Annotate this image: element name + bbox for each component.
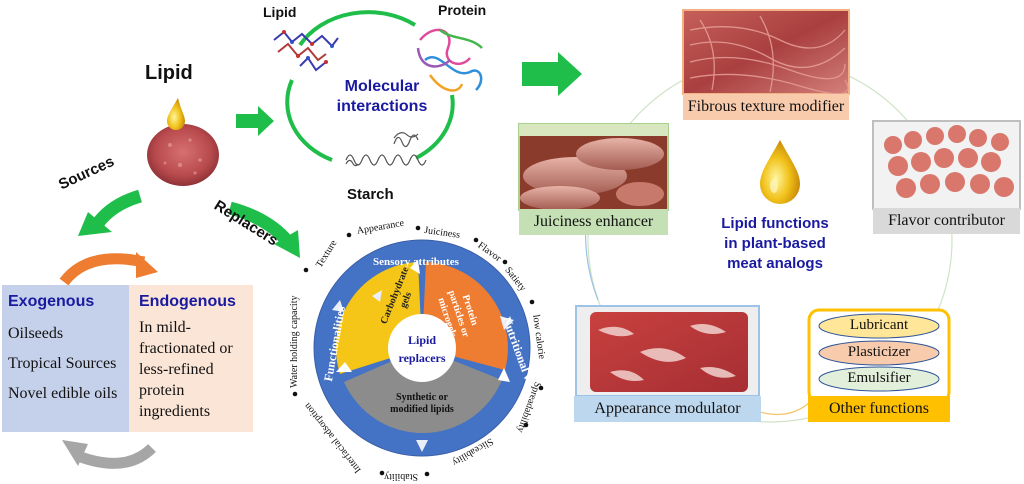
arrow-left-functionalities bbox=[332, 300, 344, 312]
emulsifier-ellipse bbox=[818, 366, 940, 392]
functions-connector-arc-bottom bbox=[759, 401, 811, 415]
lubricant-label: Lubricant bbox=[849, 317, 909, 333]
lipid-replacers-line: replacers bbox=[398, 351, 446, 365]
exogenous-item: Novel edible oils bbox=[8, 385, 118, 402]
fibrous-texture-label: Fibrous texture modifier bbox=[683, 94, 849, 120]
juiciness-sausage-image bbox=[518, 123, 669, 211]
arrow-up-sensory bbox=[372, 290, 382, 302]
emulsifier-label: Emulsifier bbox=[847, 370, 911, 386]
gray-cycle-arrow bbox=[76, 443, 156, 469]
synthetic-lipids-label: Synthetic or modified lipids bbox=[374, 392, 470, 416]
exogenous-panel: Exogenous Oilseeds Tropical Sources Nove… bbox=[2, 285, 129, 432]
endogenous-text: In mild-fractionated or less-refined pro… bbox=[139, 319, 233, 420]
plasticizer-ellipse bbox=[818, 340, 940, 366]
sources-arrow bbox=[90, 189, 143, 230]
exogenous-title: Exogenous bbox=[8, 293, 95, 310]
molecular-interactions-title: Molecular interactions bbox=[318, 77, 446, 117]
endogenous-title: Endogenous bbox=[139, 293, 236, 310]
lipid-replacers-center: Lipid replacers bbox=[392, 331, 452, 367]
molecular-lipid-label: Lipid bbox=[263, 4, 297, 20]
orange-cycle-arrowhead bbox=[136, 252, 158, 278]
attribute-stability: Stability bbox=[384, 471, 418, 482]
arrow-down-synthetic bbox=[416, 440, 428, 452]
molecular-title-line: interactions bbox=[336, 98, 428, 115]
replacers-arrow bbox=[228, 201, 293, 247]
meat-patty-image bbox=[147, 124, 219, 186]
arrow-right-nutritional bbox=[500, 316, 514, 330]
large-oil-drop-icon bbox=[760, 140, 800, 204]
synthetic-lipids-sector bbox=[344, 348, 502, 434]
synthetic-line: Synthetic or bbox=[396, 392, 448, 403]
sensory-attributes-label: Sensory attributes bbox=[373, 256, 459, 268]
exogenous-item: Tropical Sources bbox=[8, 355, 117, 372]
endogenous-panel: Endogenous In mild-fractionated or less-… bbox=[129, 285, 253, 432]
lipid-functions-line: meat analogs bbox=[727, 255, 823, 272]
fibrous-texture-image bbox=[682, 9, 850, 95]
molecular-starch-label: Starch bbox=[347, 186, 394, 203]
appearance-marbled-image bbox=[575, 305, 760, 397]
arrow-to-functions bbox=[522, 52, 582, 96]
arrow-to-molecular bbox=[236, 106, 274, 136]
lipid-replacers-wheel bbox=[313, 239, 531, 457]
attribute-water-holding: Water holding capacity bbox=[289, 295, 300, 389]
other-functions-label: Other functions bbox=[808, 396, 950, 422]
lipid-molecule-image bbox=[273, 30, 339, 72]
gray-cycle-arrowhead bbox=[62, 440, 88, 466]
lipid-functions-line: Lipid functions bbox=[721, 215, 829, 232]
lipid-functions-title: Lipid functions in plant-based meat anal… bbox=[700, 214, 850, 274]
flavor-meatballs-image bbox=[872, 120, 1021, 210]
lubricant-ellipse bbox=[818, 313, 940, 339]
lipid-replacers-line: Lipid bbox=[407, 333, 437, 347]
molecular-ring-top bbox=[298, 10, 417, 47]
molecular-protein-label: Protein bbox=[438, 2, 487, 18]
synthetic-line: modified lipids bbox=[390, 404, 454, 415]
lipid-functions-line: in plant-based bbox=[724, 235, 826, 252]
plasticizer-label: Plasticizer bbox=[847, 344, 911, 360]
protein-molecule-image bbox=[416, 28, 483, 92]
wheel-attribute-dots bbox=[292, 225, 544, 477]
juiciness-enhancer-label: Juiciness enhancer bbox=[519, 209, 668, 235]
orange-cycle-arrow bbox=[59, 253, 146, 286]
oil-drop-icon bbox=[167, 98, 185, 130]
starch-molecule-image bbox=[345, 132, 427, 167]
molecular-title-line: Molecular bbox=[344, 78, 420, 95]
molecular-ring-right bbox=[415, 94, 455, 160]
flavor-contributor-label: Flavor contributor bbox=[873, 208, 1020, 234]
sources-arrowhead bbox=[78, 212, 112, 236]
replacers-arrowhead bbox=[274, 230, 300, 258]
molecular-ring-left bbox=[285, 79, 333, 162]
exogenous-item: Oilseeds bbox=[8, 325, 64, 342]
appearance-modulator-label: Appearance modulator bbox=[574, 396, 761, 422]
lipid-title: Lipid bbox=[145, 62, 193, 84]
